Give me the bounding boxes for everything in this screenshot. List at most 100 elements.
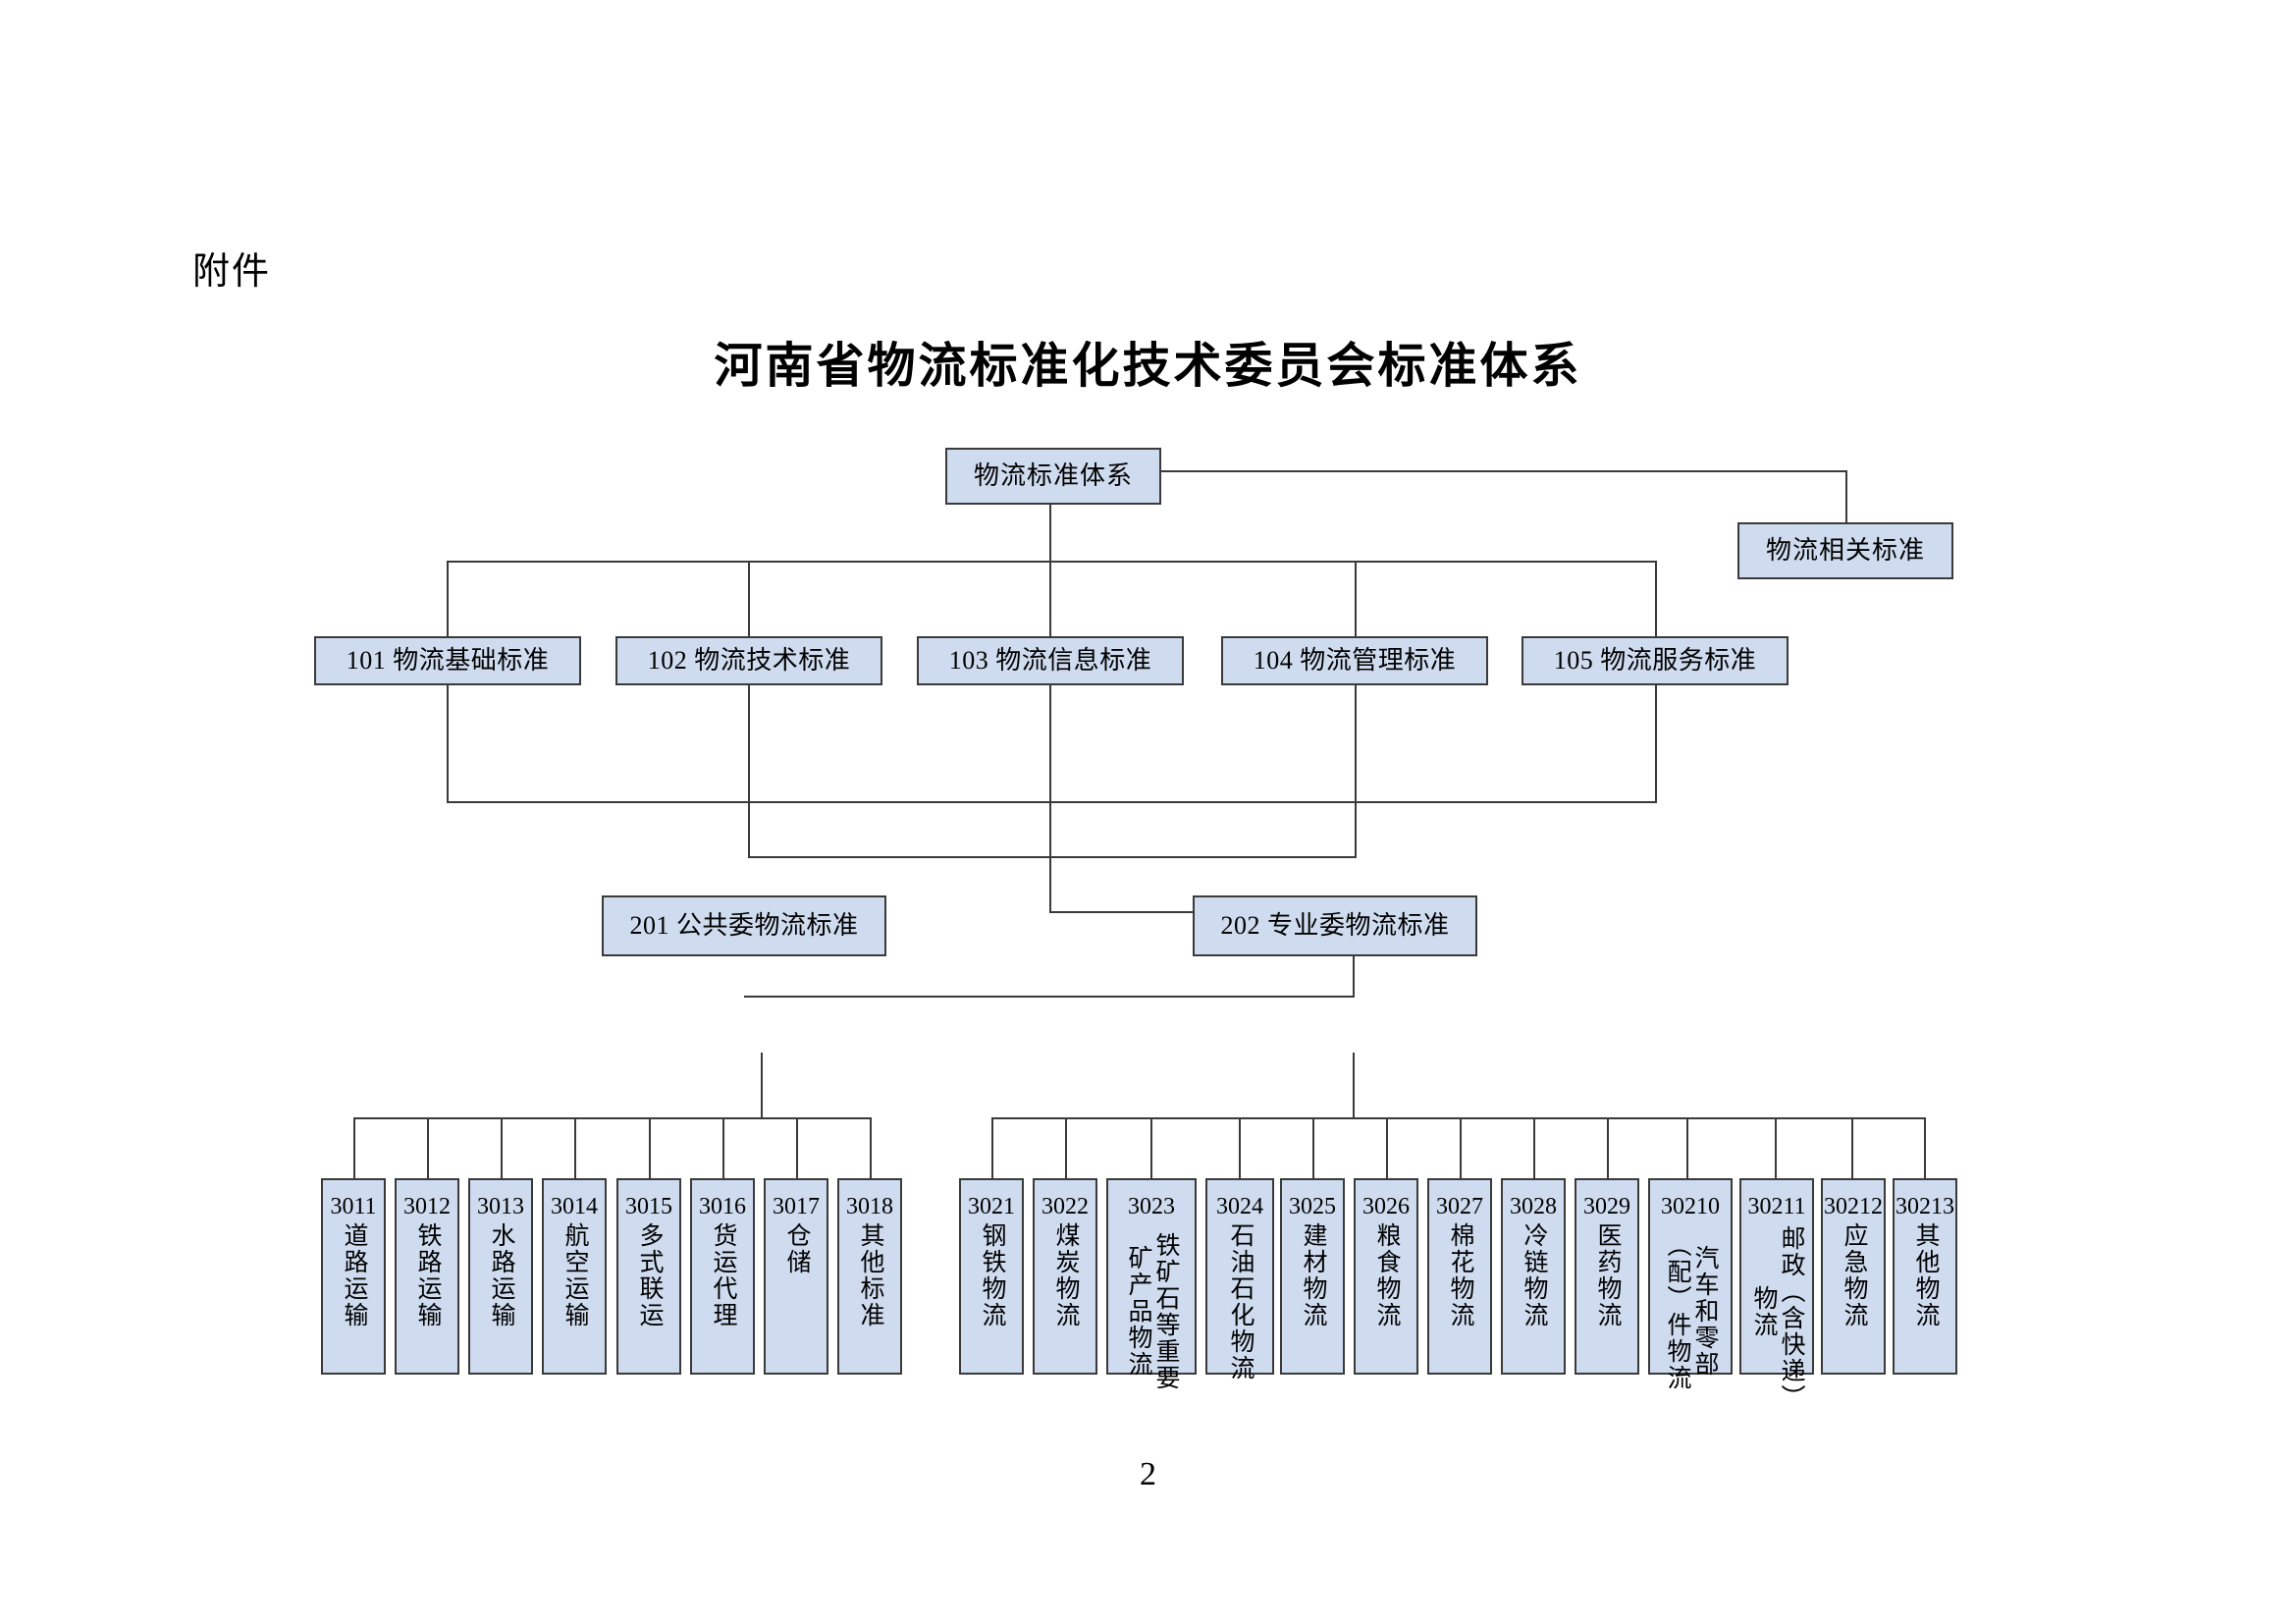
leaf-3015[interactable]: 3015 多式联运 [616,1178,681,1375]
line-root-to-related-h [1160,470,1847,472]
line-collector-outer [447,801,1657,803]
line-level1-drop-104 [1355,561,1357,639]
leaf-30213-label: 其他物流 [1912,1221,1939,1328]
node-root[interactable]: 物流标准体系 [945,448,1161,505]
line-202-tine-11 [1775,1117,1777,1178]
leaf-3021[interactable]: 3021 钢铁物流 [959,1178,1024,1375]
node-102[interactable]: 102 物流技术标准 [615,636,882,685]
line-202-tine-5 [1312,1117,1314,1178]
line-202-tine-4 [1239,1117,1241,1178]
leaf-3017-code: 3017 [773,1194,820,1219]
leaf-3013[interactable]: 3013 水路运输 [468,1178,533,1375]
leaf-3012[interactable]: 3012 铁路运输 [395,1178,459,1375]
leaf-3013-label: 水路运输 [488,1221,514,1328]
leaf-3021-label: 钢铁物流 [979,1221,1005,1328]
leaf-3024-code: 3024 [1216,1194,1263,1219]
line-201-bus [353,1117,872,1119]
node-103-label: 103 物流信息标准 [948,645,1152,675]
line-level1-drop-103 [1049,561,1051,639]
line-202-drop [1353,1053,1355,1119]
leaf-30213-code: 30213 [1896,1194,1954,1219]
page-number: 2 [1140,1456,1156,1492]
line-201-tine-6 [722,1117,724,1178]
node-105[interactable]: 105 物流服务标准 [1522,636,1789,685]
leaf-3025-label: 建材物流 [1300,1221,1326,1328]
leaf-3022[interactable]: 3022 煤炭物流 [1033,1178,1097,1375]
node-101-label: 101 物流基础标准 [346,645,550,675]
leaf-3014[interactable]: 3014 航空运输 [542,1178,607,1375]
leaf-3027[interactable]: 3027 棉花物流 [1427,1178,1492,1375]
leaf-3025-code: 3025 [1289,1194,1336,1219]
leaf-3018-label: 其他标准 [857,1221,883,1328]
leaf-3011[interactable]: 3011 道路运输 [321,1178,386,1375]
leaf-3023[interactable]: 3023 铁矿石等重要矿产品物流 [1106,1178,1197,1391]
leaf-3023-label: 铁矿石等重要矿产品物流 [1125,1231,1179,1391]
leaf-3024[interactable]: 3024 石油石化物流 [1205,1178,1274,1381]
leaf-30211[interactable]: 30211 邮政（含快递）物流 [1739,1178,1814,1398]
leaf-3018-code: 3018 [846,1194,893,1219]
leaf-3014-code: 3014 [551,1194,598,1219]
line-102-down [748,679,750,858]
line-level1-drop-102 [748,561,750,639]
node-202[interactable]: 202 专业委物流标准 [1193,895,1477,956]
leaf-3016[interactable]: 3016 货运代理 [690,1178,755,1375]
leaf-3023-code: 3023 [1128,1194,1175,1219]
line-104-down [1355,679,1357,858]
leaf-3026-code: 3026 [1362,1194,1410,1219]
line-202-bus [991,1117,1926,1119]
node-104-label: 104 物流管理标准 [1253,645,1457,675]
line-202-tine-9 [1607,1117,1609,1178]
leaf-30212[interactable]: 30212 应急物流 [1821,1178,1886,1375]
page-title: 河南省物流标准化技术委员会标准体系 [714,339,1582,393]
line-201-tine-8 [870,1117,872,1178]
line-level1-bus [447,561,1656,563]
node-related-standards[interactable]: 物流相关标准 [1737,522,1953,579]
line-201-tine-5 [649,1117,651,1178]
line-202-tine-3 [1150,1117,1152,1178]
leaf-3015-code: 3015 [625,1194,672,1219]
leaf-30211-code: 30211 [1747,1194,1806,1219]
node-104[interactable]: 104 物流管理标准 [1221,636,1488,685]
leaf-3016-code: 3016 [699,1194,746,1219]
leaf-3013-code: 3013 [477,1194,524,1219]
leaf-3025[interactable]: 3025 建材物流 [1280,1178,1345,1375]
leaf-3027-label: 棉花物流 [1447,1221,1473,1328]
node-201[interactable]: 201 公共委物流标准 [602,895,886,956]
leaf-3015-label: 多式联运 [636,1221,663,1328]
leaf-30211-label: 邮政（含快递）物流 [1750,1224,1804,1399]
line-101-down [447,679,449,803]
node-201-label: 201 公共委物流标准 [629,910,859,940]
leaf-3016-label: 货运代理 [710,1221,736,1328]
line-201-tine-2 [427,1117,429,1178]
line-202-tine-10 [1686,1117,1688,1178]
leaf-30210-code: 30210 [1661,1194,1720,1219]
leaf-3028-code: 3028 [1510,1194,1557,1219]
leaf-3029-code: 3029 [1583,1194,1630,1219]
leaf-3011-label: 道路运输 [341,1221,367,1328]
leaf-3022-code: 3022 [1041,1194,1089,1219]
node-101[interactable]: 101 物流基础标准 [314,636,581,685]
line-201-tine-7 [796,1117,798,1178]
line-201-drop [761,1053,763,1119]
leaf-30210[interactable]: 30210 汽车和零部（配）件物流 [1648,1178,1733,1391]
line-level2-bus [744,996,1355,998]
line-105-down [1655,679,1657,803]
leaf-30213[interactable]: 30213 其他物流 [1893,1178,1957,1375]
line-201-tine-1 [353,1117,355,1178]
leaf-3028[interactable]: 3028 冷链物流 [1501,1178,1566,1375]
line-202-tine-7 [1460,1117,1462,1178]
leaf-30210-label: 汽车和零部（配）件物流 [1664,1231,1718,1391]
line-root-drop [1049,503,1051,563]
leaf-3018[interactable]: 3018 其他标准 [837,1178,902,1375]
leaf-3026[interactable]: 3026 粮食物流 [1354,1178,1418,1375]
leaf-3012-code: 3012 [403,1194,451,1219]
node-103[interactable]: 103 物流信息标准 [917,636,1184,685]
leaf-3029[interactable]: 3029 医药物流 [1575,1178,1639,1375]
node-related-standards-label: 物流相关标准 [1765,535,1925,565]
leaf-3017[interactable]: 3017 仓储 [764,1178,828,1375]
line-level1-drop-105 [1655,561,1657,639]
line-103-down [1049,679,1051,913]
leaf-3011-code: 3011 [330,1194,377,1219]
line-201-tine-4 [574,1117,576,1178]
